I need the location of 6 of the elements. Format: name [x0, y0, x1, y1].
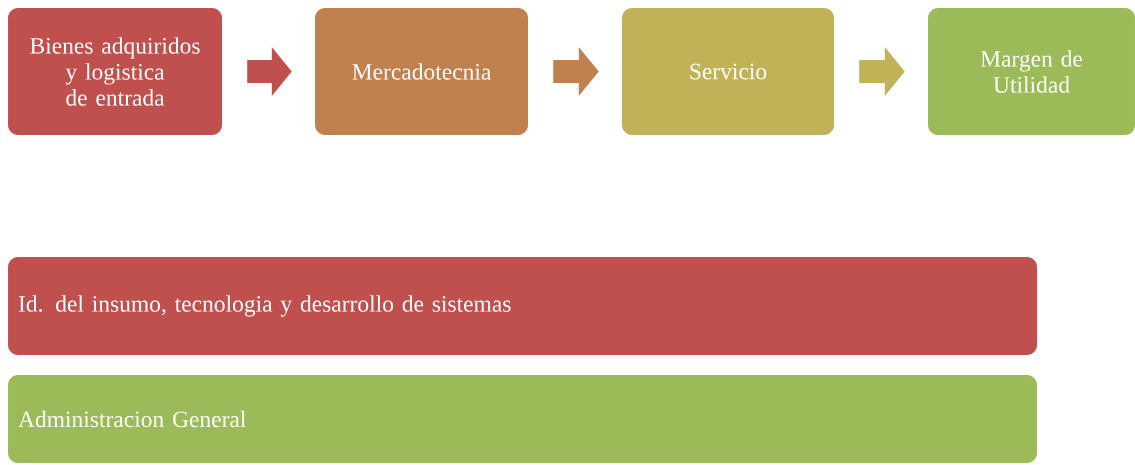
process-box: Bienes adquiridos y logistica de entrada — [8, 8, 222, 135]
process-box: Mercadotecnia — [315, 8, 528, 135]
process-box: Margen de Utilidad — [928, 8, 1135, 135]
process-box: Servicio — [622, 8, 834, 135]
activity-bar: Administracion General — [8, 375, 1037, 463]
activity-bar: Id. del insumo, tecnologia y desarrollo de sistemas — [8, 257, 1037, 355]
